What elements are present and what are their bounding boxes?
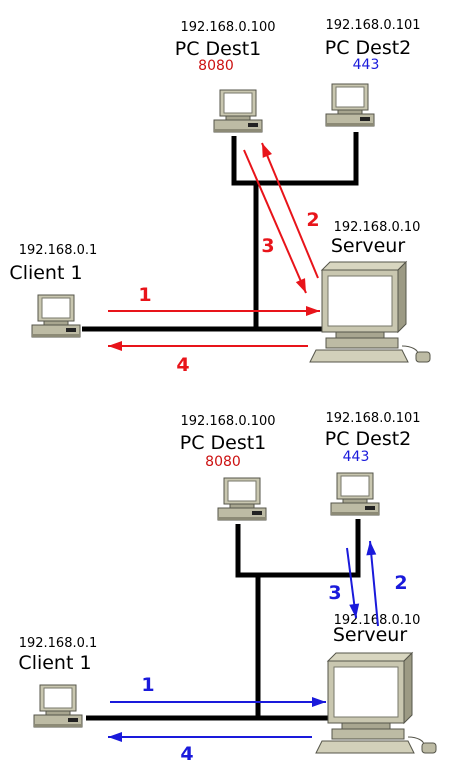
pc-dest1-port: 8080 — [205, 454, 241, 470]
step-label-4: 4 — [180, 743, 193, 765]
desktop-pc-icon — [213, 89, 263, 133]
arrow-step-2 — [366, 540, 379, 627]
step-label-2: 2 — [394, 572, 407, 594]
arrow-step-1 — [110, 697, 326, 707]
desktop-pc-icon — [330, 472, 380, 516]
pc-dest1-name: PC Dest1 — [180, 432, 267, 454]
step-label-1: 1 — [141, 674, 154, 696]
pc-dest2-name: PC Dest2 — [325, 428, 412, 450]
pc-dest2-name: PC Dest2 — [325, 37, 412, 59]
server-computer-icon — [309, 261, 431, 363]
step-label-4: 4 — [176, 354, 189, 376]
server-name: Serveur — [333, 624, 408, 646]
client-ip: 192.168.0.1 — [19, 636, 98, 651]
network-lines — [82, 132, 359, 332]
pc-dest2-ip: 192.168.0.101 — [325, 411, 420, 426]
step-label-3: 3 — [261, 235, 274, 257]
arrow-step-2 — [261, 142, 319, 279]
desktop-pc-icon — [33, 684, 83, 728]
pc-dest2-port: 443 — [353, 57, 380, 73]
step-label-1: 1 — [138, 284, 151, 306]
pc-dest1-port: 8080 — [198, 58, 234, 74]
desktop-pc-icon — [217, 477, 267, 521]
server-computer-icon — [315, 652, 437, 754]
pc-dest1-name: PC Dest1 — [175, 38, 262, 60]
pc-dest1-ip: 192.168.0.100 — [180, 20, 275, 35]
step-label-2: 2 — [306, 209, 319, 231]
server-name: Serveur — [331, 235, 406, 257]
pc-dest1-ip: 192.168.0.100 — [180, 414, 275, 429]
client-name: Client 1 — [9, 262, 82, 284]
arrow-step-1 — [108, 306, 320, 316]
network-lines — [86, 519, 361, 721]
arrow-step-4 — [108, 341, 308, 351]
arrow-step-3 — [243, 149, 307, 294]
client-ip: 192.168.0.1 — [19, 243, 98, 258]
desktop-pc-icon — [325, 83, 375, 127]
arrow-step-4 — [108, 732, 312, 742]
pc-dest2-ip: 192.168.0.101 — [325, 18, 420, 33]
arrow-step-3 — [346, 547, 360, 619]
client-name: Client 1 — [18, 652, 91, 674]
desktop-pc-icon — [31, 294, 81, 338]
step-label-3: 3 — [328, 582, 341, 604]
pc-dest2-port: 443 — [343, 449, 370, 465]
server-ip: 192.168.0.10 — [334, 220, 421, 235]
